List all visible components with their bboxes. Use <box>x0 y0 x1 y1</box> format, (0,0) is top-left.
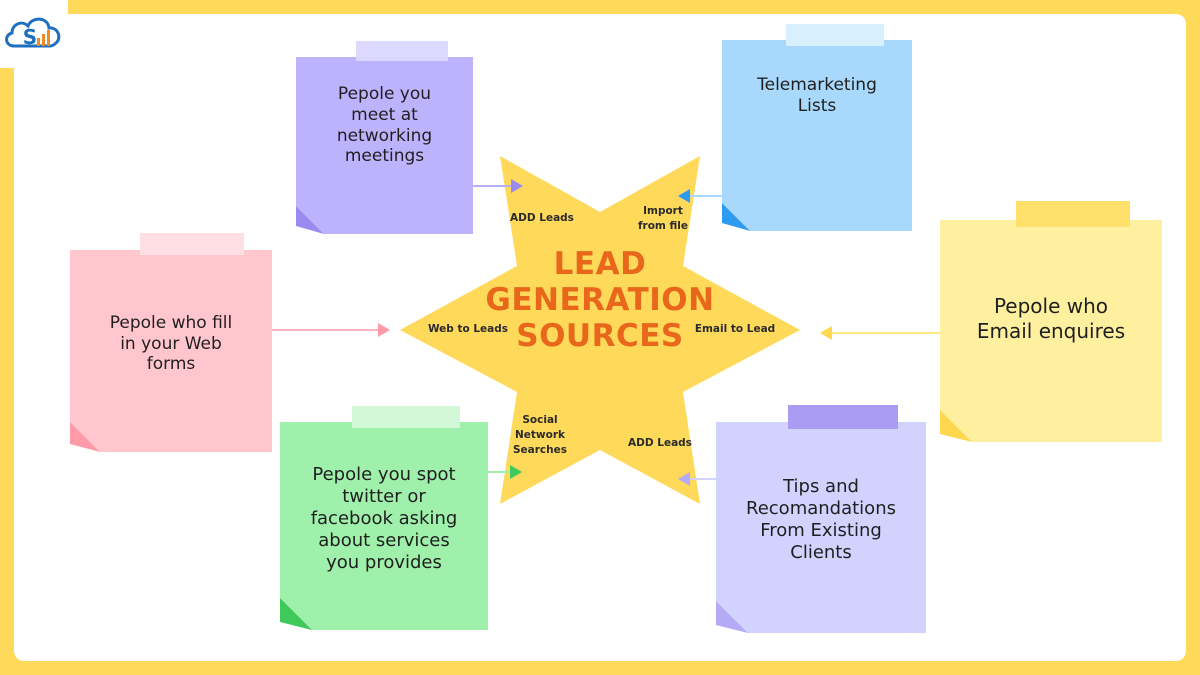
star-label-email-to-lead: Email to Lead <box>694 323 776 335</box>
title-line-1: LEAD <box>553 246 647 282</box>
note-referrals-tape <box>788 405 898 429</box>
star-label-add-leads-bottom: ADD Leads <box>628 437 692 449</box>
note-web-forms-tape <box>140 233 244 255</box>
star-label-add-leads-top: ADD Leads <box>510 212 574 224</box>
note-email-enquires: Pepole who Email enquires <box>940 220 1162 442</box>
note-fold <box>722 203 750 231</box>
note-social-text: Pepole you spot twitter or facebook aski… <box>310 464 458 573</box>
title-line-2: GENERATION <box>485 282 715 318</box>
title-line-3: SOURCES <box>516 318 684 354</box>
note-telemarketing: Telemarketing Lists <box>722 40 912 231</box>
note-web-forms-text: Pepole who fill in your Web forms <box>109 312 233 375</box>
connector-social <box>488 465 522 479</box>
connector-email <box>820 326 940 340</box>
note-social-tape <box>352 406 460 428</box>
star-label-web-to-leads: Web to Leads <box>427 323 509 335</box>
note-referrals-text: Tips and Recomandations From Existing Cl… <box>746 476 896 563</box>
logo-letter: S <box>23 25 37 49</box>
note-fold <box>280 598 312 630</box>
connector-telemarketing <box>678 189 722 203</box>
note-networking-text: Pepole you meet at networking meetings <box>336 84 433 167</box>
cloud-chart-logo-icon: S <box>5 17 61 49</box>
star-label-social-network-searches: Social Network Searches <box>512 414 568 457</box>
note-fold <box>70 422 100 452</box>
note-referrals: Tips and Recomandations From Existing Cl… <box>716 422 926 633</box>
note-fold <box>716 601 748 633</box>
note-fold <box>296 206 324 234</box>
connector-networking <box>473 179 523 193</box>
note-web-forms: Pepole who fill in your Web forms <box>70 250 272 452</box>
note-email-enquires-tape <box>1016 201 1130 227</box>
note-email-enquires-text: Pepole who Email enquires <box>976 294 1126 343</box>
note-networking-tape <box>356 41 448 61</box>
connector-referrals <box>678 472 716 486</box>
center-star <box>400 156 800 504</box>
connector-web-forms <box>272 323 390 337</box>
note-networking: Pepole you meet at networking meetings <box>296 57 473 234</box>
note-fold <box>940 410 972 442</box>
note-social: Pepole you spot twitter or facebook aski… <box>280 422 488 630</box>
note-telemarketing-tape <box>786 24 884 46</box>
star-label-import-from-file: Import from file <box>637 205 689 233</box>
note-telemarketing-text: Telemarketing Lists <box>757 74 877 116</box>
logo: S <box>0 0 68 68</box>
center-title: LEAD GENERATION SOURCES <box>470 246 730 354</box>
